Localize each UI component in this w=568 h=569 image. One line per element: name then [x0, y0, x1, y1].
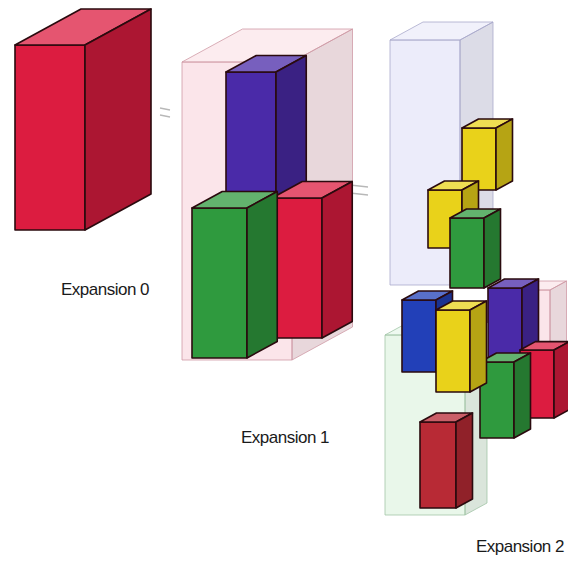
cube-side [554, 342, 568, 418]
cube-front [226, 72, 276, 202]
cube-side [276, 56, 306, 203]
cube-front [15, 45, 85, 230]
cube-side [322, 182, 352, 339]
cube-side [470, 301, 487, 392]
cube-side [85, 9, 151, 230]
cube-front [272, 198, 322, 338]
expansion-label: Expansion 0 [61, 280, 149, 300]
cube-front [488, 288, 522, 358]
cube-front [402, 300, 436, 372]
cube-side [456, 413, 473, 508]
cube-side [484, 209, 501, 288]
cube-front [192, 208, 247, 358]
expansion-label: Expansion 1 [241, 428, 329, 448]
cube-front [436, 310, 470, 392]
expansion-label: Expansion 2 [476, 537, 564, 557]
cube-side [496, 119, 513, 190]
cube-side [514, 353, 531, 438]
cube-side [247, 192, 277, 359]
cube-front [450, 218, 484, 288]
cube-front [420, 422, 456, 508]
